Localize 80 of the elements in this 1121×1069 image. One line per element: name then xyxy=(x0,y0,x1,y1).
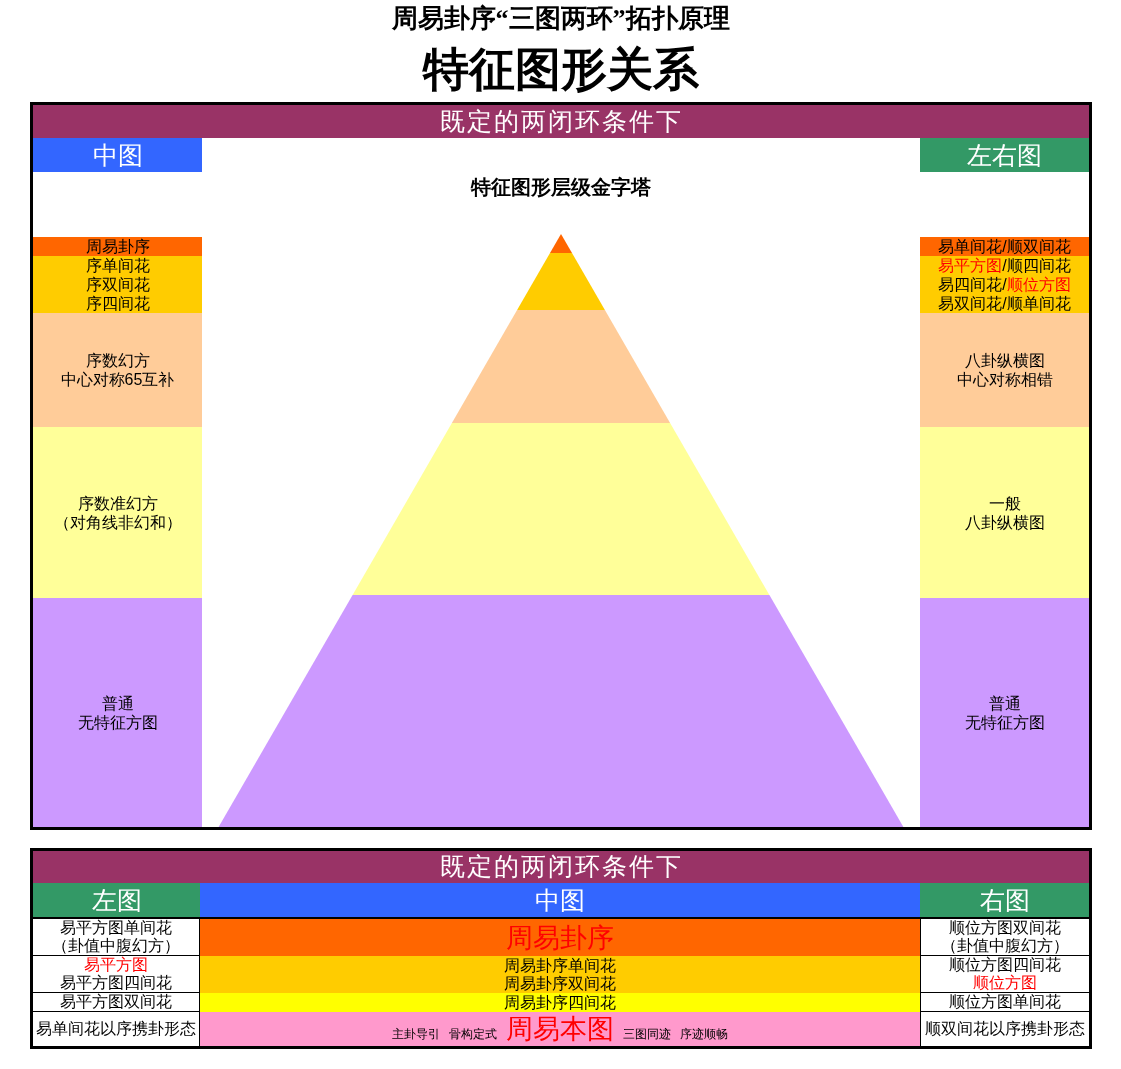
pyramid-title: 特征图形层级金字塔 xyxy=(470,175,651,200)
column-header xyxy=(920,138,1089,172)
diagram-subtitle: 特征图形关系 xyxy=(422,42,699,97)
level-text: 无特征方图 xyxy=(77,712,158,732)
entry-text: （卦值中腹幻方） xyxy=(941,937,1069,955)
level-text: 八卦纵横图 xyxy=(964,512,1045,532)
entry-text: 序迹顺畅 xyxy=(680,1027,728,1041)
level-band xyxy=(33,313,202,427)
entry-text: 顺双间花以序携卦形态 xyxy=(925,1020,1085,1038)
entry-text: 易平方图双间花 xyxy=(60,993,172,1011)
level-band xyxy=(920,237,1089,256)
level-text: 中心对称65互补 xyxy=(60,370,175,389)
level-band xyxy=(33,256,202,313)
table-cell xyxy=(200,993,920,1012)
diagram-title: 周易卦序“三图两环”拓扑原理 xyxy=(391,3,730,35)
column-title: 右图 xyxy=(979,887,1030,913)
entry-text: 易平方图单间花 xyxy=(60,919,172,937)
level-text: 周易卦序 xyxy=(85,237,150,256)
level-text: 易单间花/顺双间花 xyxy=(938,237,1071,256)
table-cell xyxy=(920,956,1089,993)
table-cell xyxy=(33,993,200,1012)
level-text: 序数幻方 xyxy=(85,351,150,370)
level-text: 普通 xyxy=(988,693,1021,713)
entry-text: 周易卦序单间花 xyxy=(504,956,616,975)
entry-text: 骨构定式 xyxy=(449,1027,497,1041)
table-cell xyxy=(920,993,1089,1012)
table-cell xyxy=(33,1012,200,1046)
entry-text: 周易卦序四间花 xyxy=(504,993,616,1012)
entry-text: （卦值中腹幻方） xyxy=(52,937,180,955)
column-title: 左右图 xyxy=(967,142,1042,168)
panel-frame xyxy=(30,102,1092,830)
level-text: 序双间花 xyxy=(85,275,150,294)
highlight-title: 周易卦序 xyxy=(506,922,614,953)
level-band xyxy=(33,237,202,256)
table-cell xyxy=(33,956,200,993)
column-title: 左图 xyxy=(91,887,142,913)
entry-text: 易平方图 xyxy=(84,956,148,974)
level-text: 易平方图/顺四间花 xyxy=(938,256,1071,275)
entry-text: 主卦导引 xyxy=(392,1027,440,1041)
table-cell xyxy=(200,919,920,956)
entry-text: 顺位方图四间花 xyxy=(949,956,1061,974)
level-band xyxy=(920,256,1089,313)
entry-text: 易单间花以序携卦形态 xyxy=(36,1020,196,1038)
table-cell xyxy=(200,956,920,993)
level-text: 一般 xyxy=(988,493,1021,513)
level-text: 序数准幻方 xyxy=(77,493,158,513)
entry-text: 顺位方图单间花 xyxy=(949,993,1061,1011)
level-text: 八卦纵横图 xyxy=(964,351,1045,370)
level-text: 易四间花/顺位方图 xyxy=(938,275,1071,294)
column-title: 中图 xyxy=(92,142,143,168)
table-cell xyxy=(200,1012,920,1046)
level-band xyxy=(920,598,1089,827)
column-header xyxy=(33,883,200,919)
level-text: 序单间花 xyxy=(85,256,150,275)
panel-header: 既定的两闭环条件下 xyxy=(33,851,1089,883)
highlight-title: 周易本图 xyxy=(506,1015,614,1043)
pyramid-tier xyxy=(218,595,904,827)
level-band xyxy=(33,598,202,827)
level-band xyxy=(920,427,1089,598)
table-cell xyxy=(33,919,200,956)
level-text: 无特征方图 xyxy=(964,712,1045,732)
entry-text: 易平方图四间花 xyxy=(60,974,172,992)
level-text: 普通 xyxy=(101,693,134,713)
level-text: （对角线非幻和） xyxy=(53,512,182,532)
column-header xyxy=(200,883,920,919)
entry-text: 顺位方图 xyxy=(973,974,1037,992)
column-header xyxy=(920,883,1089,919)
table-cell xyxy=(920,919,1089,956)
panel-frame xyxy=(30,848,1092,1049)
entry-text: 周易卦序双间花 xyxy=(504,974,616,993)
entry-text: 顺位方图双间花 xyxy=(949,919,1061,937)
level-band xyxy=(33,427,202,598)
column-header xyxy=(33,138,202,172)
entry-text: 三图同迹 xyxy=(623,1027,671,1041)
level-band xyxy=(920,313,1089,427)
level-text: 序四间花 xyxy=(85,294,150,313)
column-title: 中图 xyxy=(535,887,585,913)
level-text: 易双间花/顺单间花 xyxy=(938,294,1071,313)
level-text: 中心对称相错 xyxy=(956,370,1053,389)
panel-header: 既定的两闭环条件下 xyxy=(33,105,1089,138)
